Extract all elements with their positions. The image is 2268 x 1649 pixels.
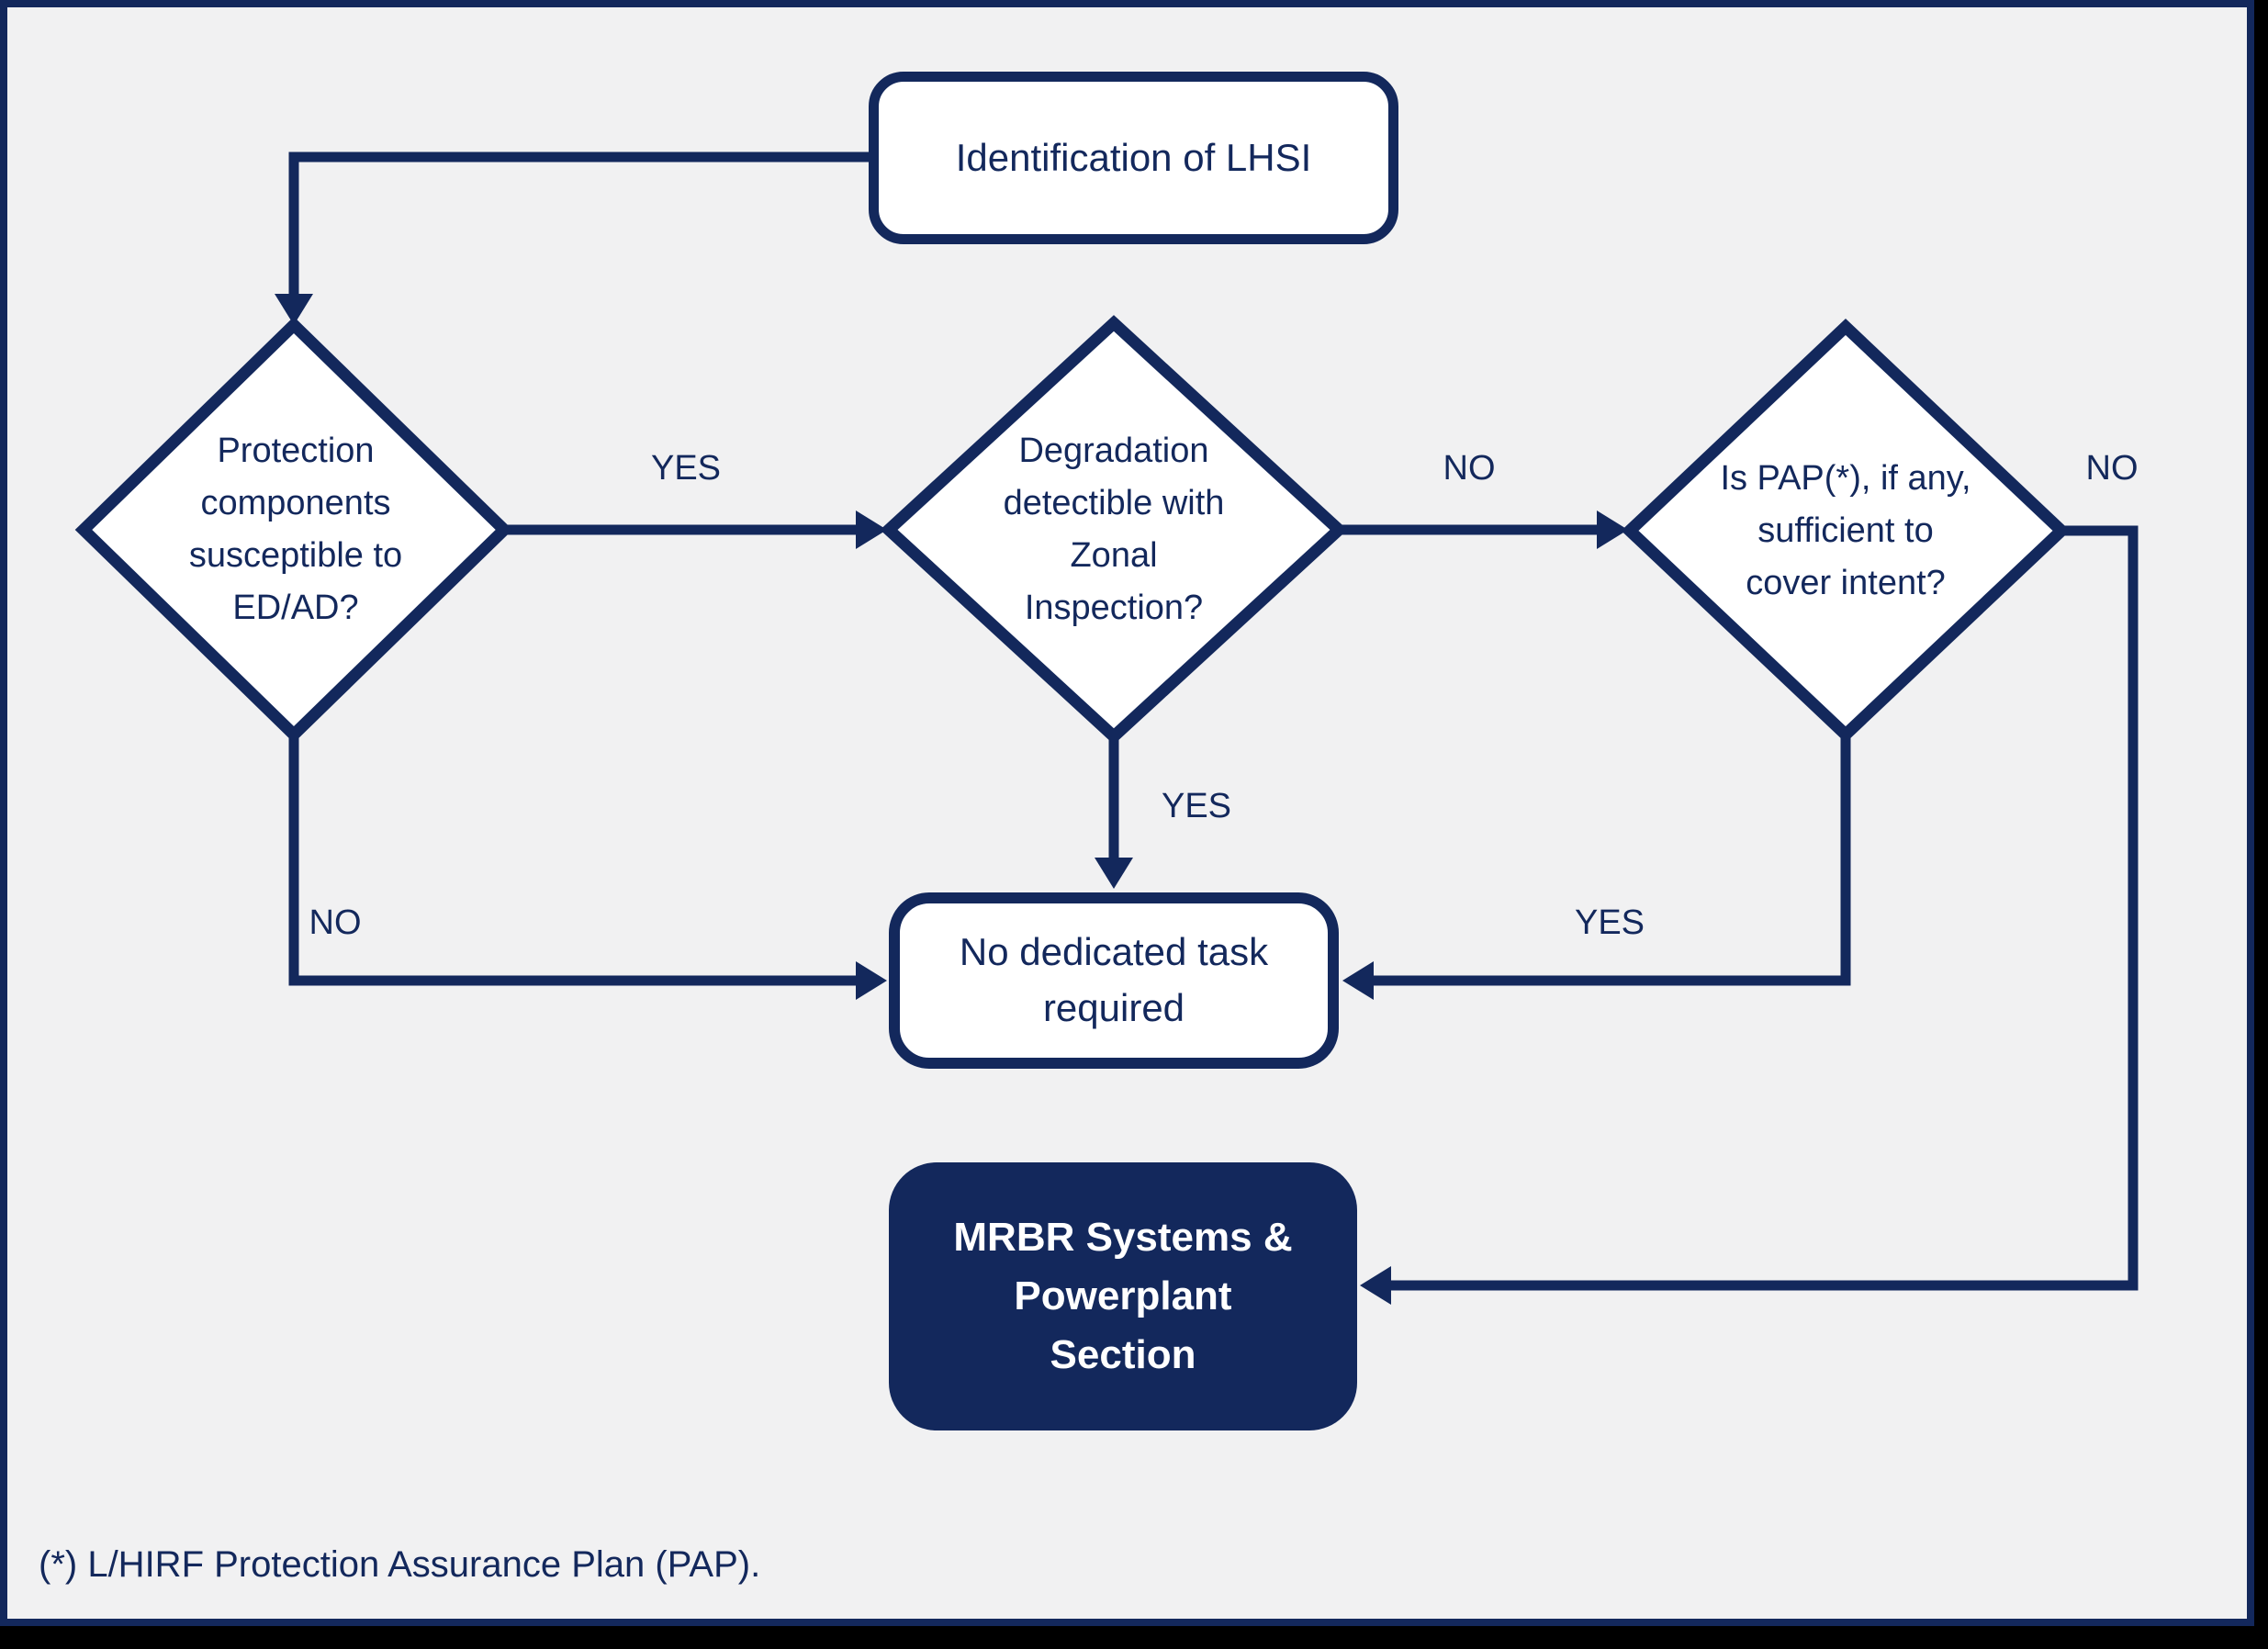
node-identification-of-lhsi: Identification of LHSI: [869, 72, 1398, 244]
arrowhead-zonal-yes: [1095, 858, 1133, 889]
arrowhead-pap-no: [1360, 1266, 1391, 1305]
edge-protection-no-line: [288, 735, 856, 986]
edge-label-zonal-no: NO: [1443, 448, 1496, 488]
node-mrbr-systems-powerplant: MRBR Systems & Powerplant Section: [889, 1162, 1357, 1430]
arrowhead-protection-yes: [856, 510, 887, 549]
edge-label-protection-no: NO: [309, 903, 362, 942]
edge-pap-no-line: [1391, 525, 2139, 1291]
decision-protection-diamond: [74, 316, 513, 744]
edge-label-zonal-yes: YES: [1161, 786, 1232, 825]
arrowhead-protection-no: [856, 961, 887, 1000]
edge-label-pap-no: NO: [2085, 448, 2139, 488]
decision-protection-label: Protection components susceptible to ED/…: [188, 432, 403, 627]
edge-pap-yes-line: [1374, 735, 1851, 986]
decision-pap-diamond: [1621, 319, 2071, 743]
decision-pap-label: Is PAP(*), if any, sufficient to cover i…: [1720, 458, 1971, 602]
node-no-dedicated-task: No dedicated task required: [889, 892, 1339, 1069]
arrowhead-zonal-no: [1597, 510, 1628, 549]
decision-zonal-label: Degradation detectible with Zonal Inspec…: [1003, 432, 1225, 627]
edge-label-pap-yes: YES: [1574, 903, 1645, 942]
arrowhead-start-to-protection: [275, 294, 313, 325]
decision-zonal-diamond: [880, 315, 1348, 745]
edge-start-to-protection-line: [288, 151, 870, 296]
edge-label-protection-yes: YES: [650, 448, 722, 488]
footnote: (*) L/HIRF Protection Assurance Plan (PA…: [39, 1544, 761, 1585]
arrowhead-pap-yes: [1342, 961, 1374, 1000]
